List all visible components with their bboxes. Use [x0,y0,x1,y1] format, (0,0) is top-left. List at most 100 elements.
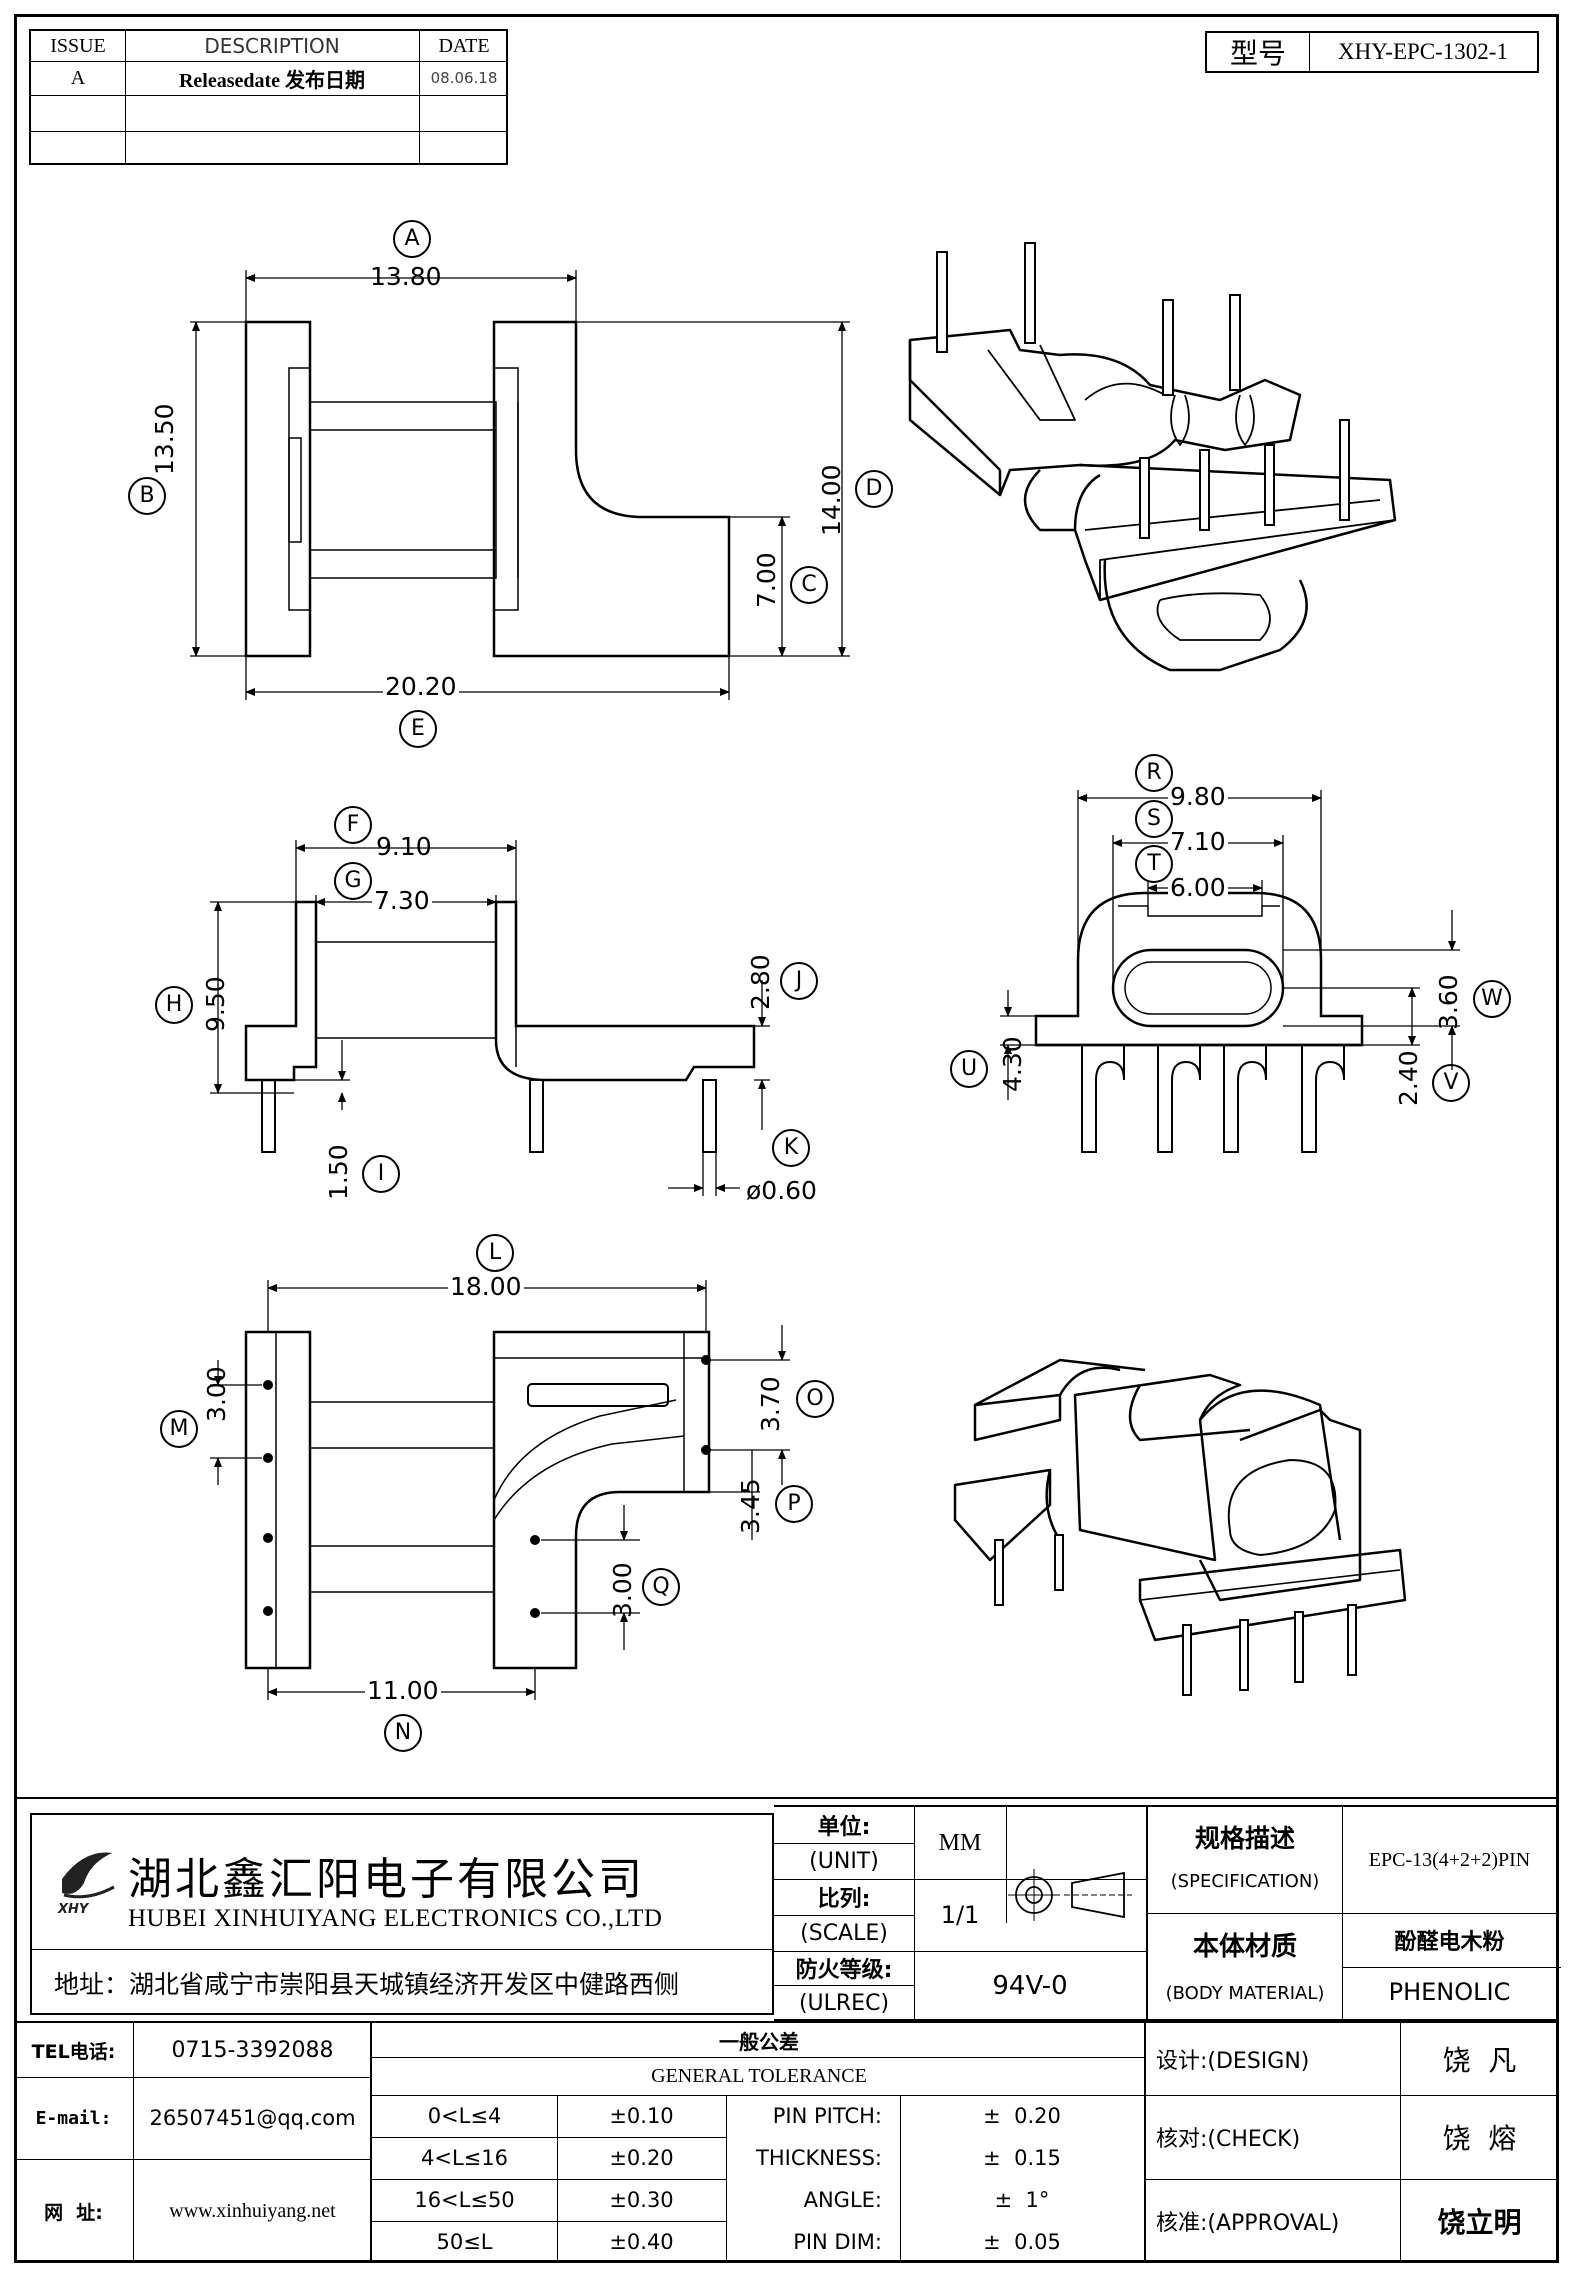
dim-D-value: 14.00 [817,464,846,536]
dim-N-bubble: N [384,1714,422,1752]
approval-label: 核准:(APPROVAL) [1156,2211,1340,2236]
spec-value: EPC-13(4+2+2)PIN [1368,1848,1531,1871]
dim-U-bubble: U [950,1050,988,1088]
tel-label: TEL电话: [31,2040,116,2063]
side-view [244,900,756,1153]
dim-B-value: 13.50 [150,403,179,475]
revision-header-description: DESCRIPTION [204,34,340,58]
dim-A-value: 13.80 [370,262,442,291]
model-label: 型号 [1229,37,1286,70]
tolerance-item-value: ± 0.15 [983,2146,1061,2170]
dim-I-value: 1.50 [324,1144,353,1200]
dim-L-value: 18.00 [448,1272,524,1301]
bottom-rows: TEL电话: 0715-3392088 E-mail: 26507451@qq.… [14,2021,1559,2263]
title-block [14,1797,1559,1799]
dim-I-bubble: I [362,1155,400,1193]
tolerance-value: ±0.20 [609,2146,674,2170]
material-label-en: (BODY MATERIAL) [1165,1982,1325,2004]
approvals: 设计:(DESIGN) 饶 凡 核对:(CHECK) 饶 熔 核准:(APPRO… [1146,2023,1559,2263]
isometric-view-lower-pins [994,1534,1357,1696]
revision-table: ISSUE DESCRIPTION DATE A Releasedate 发布日… [29,29,508,165]
tolerance-value: ±0.40 [609,2230,674,2254]
title-block-frame: XHY 湖北鑫汇阳电子有限公司 HUBEI XINHUIYANG ELECTRO… [14,1799,1561,2263]
material-value-cn: 酚醛电木粉 [1394,1930,1505,1955]
spec-panel: 单位: (UNIT) MM 比列: (SCALE) 1/1 防火等级: (ULR… [774,1805,1146,2021]
projection-symbol [1006,1807,1146,1951]
tolerance-title-en: GENERAL TOLERANCE [651,2064,867,2087]
revision-header-issue: ISSUE [50,34,106,57]
front-view-dims [1000,790,1460,1100]
tolerance-title-cn: 一般公差 [719,2029,799,2054]
front-view-pins [1081,1045,1345,1153]
tel-value: 0715-3392088 [171,2037,334,2063]
scale-label-en: (SCALE) [800,1920,888,1946]
dim-M-bubble: M [160,1410,198,1448]
dim-S-bubble: S [1135,800,1173,838]
check-signature: 饶 熔 [1442,2122,1517,2155]
tolerance-range: 0<L≤4 [427,2104,502,2128]
company-address: 地址：湖北省咸宁市崇阳县天城镇经济开发区中健路西侧 [54,1970,680,1999]
spec-label-en: (SPECIFICATION) [1170,1870,1320,1892]
bottom-view [244,1330,711,1670]
dim-K-bubble: K [772,1129,810,1167]
fire-label-en: (ULREC) [798,1990,890,2016]
technical-drawing [190,242,1460,1700]
dim-J-bubble: J [780,962,818,1000]
bottom-view-pins [263,1355,711,1618]
dim-E-bubble: E [399,710,437,748]
tolerance-range: 50≤L [436,2230,493,2254]
dim-F-value: 9.10 [376,832,432,861]
top-view [244,320,731,658]
dim-A-bubble: A [393,220,431,258]
top-view-dims [190,270,850,700]
dim-W-value: 3.60 [1434,974,1463,1030]
design-signature: 饶 凡 [1442,2044,1517,2077]
isometric-view-upper-pins [936,242,1350,539]
material-label: 本体材质 [1192,1931,1297,1962]
revision-header-date: DATE [438,34,490,57]
dim-H-value: 9.50 [201,976,230,1032]
unit-label: 单位: [817,1815,871,1840]
svg-text:XHY: XHY [57,1902,90,1915]
revision-row-description: Releasedate 发布日期 [178,69,366,92]
dim-G-bubble: G [334,862,372,900]
company-name-en: HUBEI XINHUIYANG ELECTRONICS CO.,LTD [128,1905,663,1932]
tolerance-value: ±0.30 [609,2188,674,2212]
unit-value: MM [938,1829,982,1856]
dim-W-bubble: W [1473,980,1511,1018]
tolerance-item-name: PIN PITCH: [772,2104,882,2128]
company-logo: XHY [54,1843,120,1917]
dim-B-bubble: B [128,477,166,515]
dim-N-value: 11.00 [365,1676,441,1705]
tolerance-item-value: ± 0.05 [983,2230,1061,2254]
unit-label-en: (UNIT) [809,1848,879,1874]
tolerance-item-name: THICKNESS: [756,2146,882,2170]
tolerance-value: ±0.10 [609,2104,674,2128]
dim-D-bubble: D [855,470,893,508]
tolerance-item-name: ANGLE: [803,2188,882,2212]
fire-rating-value: 94V-0 [992,1971,1068,2001]
design-label: 设计:(DESIGN) [1156,2049,1310,2074]
dim-F-bubble: F [334,806,372,844]
tolerance-range: 4<L≤16 [421,2146,508,2170]
material-value-en: PHENOLIC [1388,1978,1511,2006]
dim-T-bubble: T [1135,845,1173,883]
dim-M-value: 3.00 [202,1366,231,1422]
company-panel: XHY 湖北鑫汇阳电子有限公司 HUBEI XINHUIYANG ELECTRO… [30,1813,774,2015]
dim-R-value: 9.80 [1168,782,1228,811]
dim-J-value: 2.80 [746,954,775,1010]
dim-V-value: 2.40 [1394,1050,1423,1106]
model-number: XHY-EPC-1302-1 [1338,39,1508,64]
dim-R-bubble: R [1135,754,1173,792]
general-tolerance: 一般公差 GENERAL TOLERANCE 0<L≤4 4<L≤16 16<L… [372,2023,1146,2263]
web-label: 网 址: [44,2201,103,2224]
isometric-view-lower [953,1358,1407,1642]
company-name-cn: 湖北鑫汇阳电子有限公司 [128,1854,645,1905]
spec-label: 规格描述 [1194,1824,1295,1853]
dim-E-value: 20.20 [383,672,459,701]
spec-material-panel: 规格描述 (SPECIFICATION) EPC-13(4+2+2)PIN 本体… [1146,1805,1561,2021]
revision-row-issue: A [70,66,86,89]
dim-P-bubble: P [775,1485,813,1523]
tolerance-item-name: PIN DIM: [793,2230,882,2254]
tolerance-range: 16<L≤50 [414,2188,515,2212]
